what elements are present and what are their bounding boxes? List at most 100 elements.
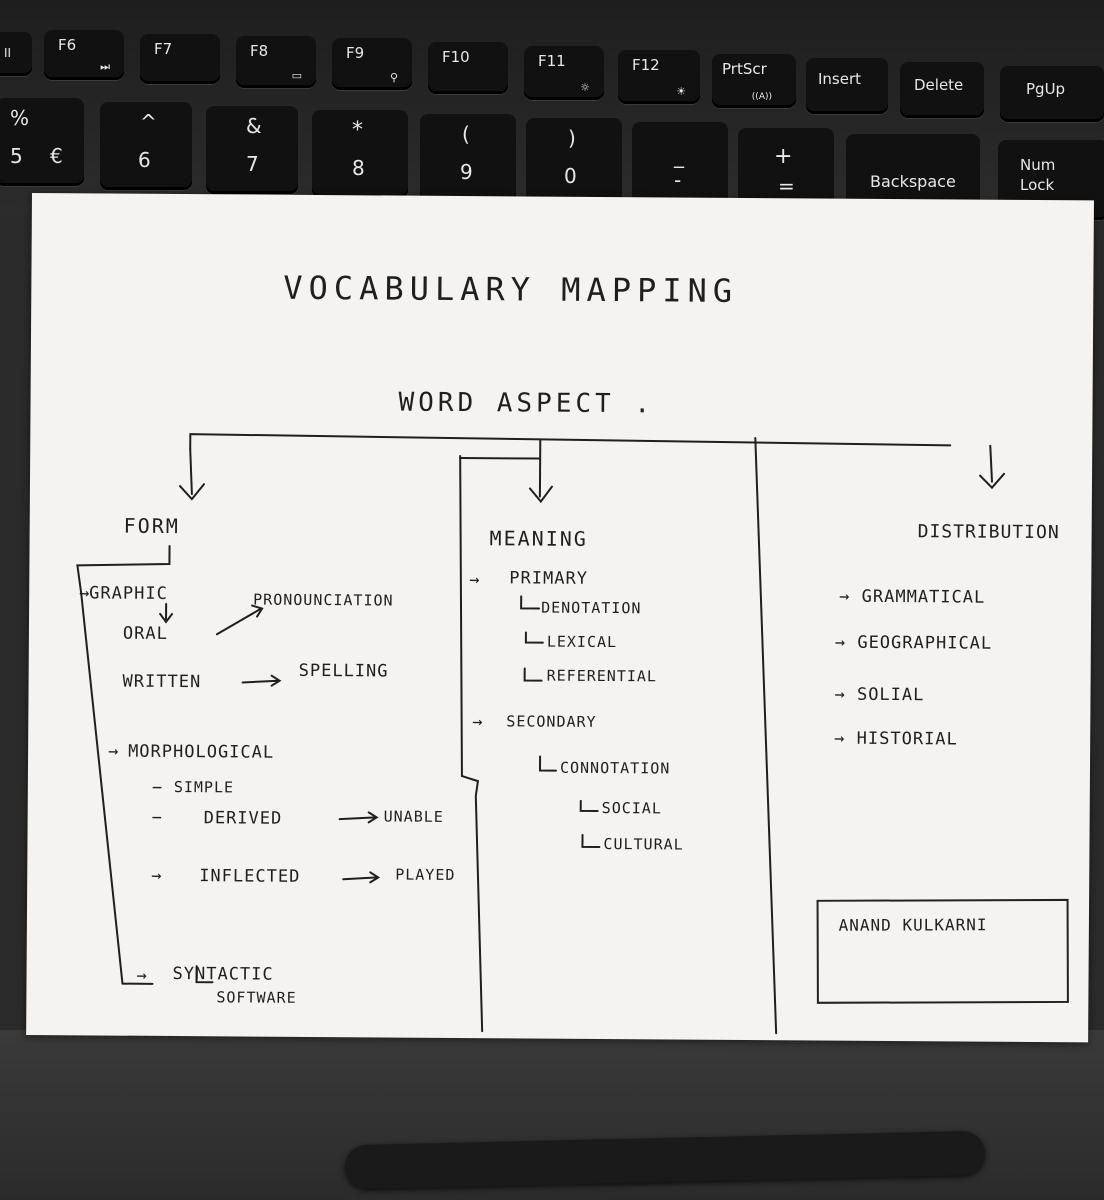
hook-denotation xyxy=(520,595,541,610)
key-minus: _ - xyxy=(632,122,728,210)
connector-distribution xyxy=(989,444,994,483)
form-item-inflected: INFLECTED xyxy=(199,866,301,887)
airplane-mode-icon: ((A)) xyxy=(751,92,772,102)
root-node: WORD ASPECT . xyxy=(398,387,655,420)
key-9: ( 9 xyxy=(420,114,516,202)
key-bottom-label: 8 xyxy=(352,156,365,180)
key-bottom-label: 0 xyxy=(564,164,577,188)
key-prtscr: PrtScr ((A)) xyxy=(712,54,796,108)
meaning-item-referential: REFERENTIAL xyxy=(546,666,658,686)
distribution-label: GRAMMATICAL xyxy=(861,586,986,608)
meaning-item-connotation: CONNOTATION xyxy=(559,758,671,778)
meaning-item-social: SOCIAL xyxy=(601,798,662,818)
key-label: F11 xyxy=(538,52,566,70)
key-0: ) 0 xyxy=(526,118,622,206)
key-8: * 8 xyxy=(312,110,408,198)
arrow-form xyxy=(178,483,205,501)
meaning-item-denotation: DENOTATION xyxy=(541,598,642,618)
paper-sheet: VOCABULARY MAPPING WORD ASPECT . FORM GR… xyxy=(26,193,1094,1043)
key-bottom-label: - xyxy=(674,168,682,192)
form-item-graphic: GRAPHIC xyxy=(89,583,168,604)
key-6: ^ 6 xyxy=(100,102,192,190)
key-bottom-label: 9 xyxy=(460,160,473,184)
key-f9: F9 ⚲ xyxy=(332,38,412,90)
key-top-label: & xyxy=(246,114,262,138)
form-arrow-inflected: → xyxy=(151,865,163,886)
form-item-simple: SIMPLE xyxy=(173,778,235,797)
divider-left xyxy=(459,454,484,1033)
key-label: II xyxy=(4,46,12,60)
distribution-item: → HISTORIAL xyxy=(834,728,958,750)
key-top-label: ) xyxy=(568,126,576,150)
key-bottom-label: 7 xyxy=(246,152,259,176)
hook-social xyxy=(579,799,599,812)
arrow-derived-unable xyxy=(338,816,377,821)
key-bottom-label: 5 xyxy=(10,144,23,168)
key-top-label: + xyxy=(774,144,793,169)
arrow-meaning xyxy=(528,485,553,504)
key-label: Delete xyxy=(914,76,964,94)
form-arrow-graphic: → xyxy=(79,583,91,604)
key-top-label: ^ xyxy=(140,110,157,134)
form-arrow-simple: − xyxy=(151,777,164,798)
meaning-item-primary: PRIMARY xyxy=(509,568,589,589)
key-delete: Delete xyxy=(900,62,984,118)
key-5: % 5 € xyxy=(0,98,84,186)
hook-cultural xyxy=(581,833,601,848)
meaning-arrow-primary: → xyxy=(469,570,481,591)
key-top-label: _ xyxy=(674,144,684,168)
key-label: Insert xyxy=(818,70,862,88)
key-bottom-label: = xyxy=(778,174,795,198)
key-f12: F12 ☀ xyxy=(618,50,700,104)
key-label: F8 xyxy=(250,42,269,60)
next-track-icon: ⏭ xyxy=(100,60,110,73)
brightness-up-icon: ☀ xyxy=(676,85,686,98)
meaning-item-lexical: LEXICAL xyxy=(546,632,618,652)
form-arrow-morphological: → xyxy=(108,741,120,762)
diagram-title: VOCABULARY MAPPING xyxy=(283,268,739,310)
form-arrow-derived: − xyxy=(151,807,163,828)
key-label: F12 xyxy=(632,56,660,74)
meaning-heading: MEANING xyxy=(489,526,588,551)
key-7: & 7 xyxy=(206,106,298,194)
key-label: F10 xyxy=(442,48,470,66)
key-label: F6 xyxy=(58,36,77,54)
hook-referential xyxy=(523,667,543,682)
key-label: PrtScr xyxy=(722,60,767,78)
display-icon: ▭ xyxy=(291,69,302,82)
arrow-written-spelling xyxy=(241,679,280,684)
hook-software xyxy=(195,965,214,984)
key-pgup: PgUp xyxy=(1000,66,1104,122)
form-item-oral: ORAL xyxy=(122,623,168,644)
key-top-label: Num xyxy=(1020,156,1056,174)
key-insert: Insert xyxy=(806,58,888,114)
distribution-heading: DISTRIBUTION xyxy=(917,521,1060,544)
arrow-oral-pronounciation xyxy=(215,607,263,636)
key-label: F7 xyxy=(154,40,173,58)
key-top-label: % xyxy=(10,106,30,130)
key-f6: F6 ⏭ xyxy=(44,30,124,80)
distribution-label: GEOGRAPHICAL xyxy=(857,632,993,654)
form-item-played: PLAYED xyxy=(395,865,456,884)
distribution-item: → GEOGRAPHICAL xyxy=(834,632,993,654)
form-trunk xyxy=(76,544,171,985)
form-arrow-syntactic: → xyxy=(136,965,148,986)
key-pause: II xyxy=(0,32,32,76)
form-item-syntactic: SYNTACTIC xyxy=(172,964,274,985)
key-label: PgUp xyxy=(1026,80,1066,98)
author-box: ANAND KULKARNI xyxy=(816,898,1069,1004)
key-f11: F11 ☼ xyxy=(524,46,604,100)
arrow-distribution xyxy=(979,472,1006,490)
form-item-derived: DERIVED xyxy=(203,808,283,829)
diagram-lines xyxy=(76,433,1006,1035)
key-bottom-label: Lock xyxy=(1020,176,1055,194)
key-f7: F7 xyxy=(140,34,220,84)
distribution-label: HISTORIAL xyxy=(856,728,958,750)
distribution-label: SOLIAL xyxy=(856,684,925,706)
form-item-morphological: MORPHOLOGICAL xyxy=(128,741,275,763)
brightness-down-icon: ☼ xyxy=(580,81,590,94)
divider-right xyxy=(754,437,778,1035)
hook-connotation xyxy=(538,755,557,772)
key-f8: F8 ▭ xyxy=(236,36,316,88)
meaning-item-secondary: SECONDARY xyxy=(506,712,597,731)
